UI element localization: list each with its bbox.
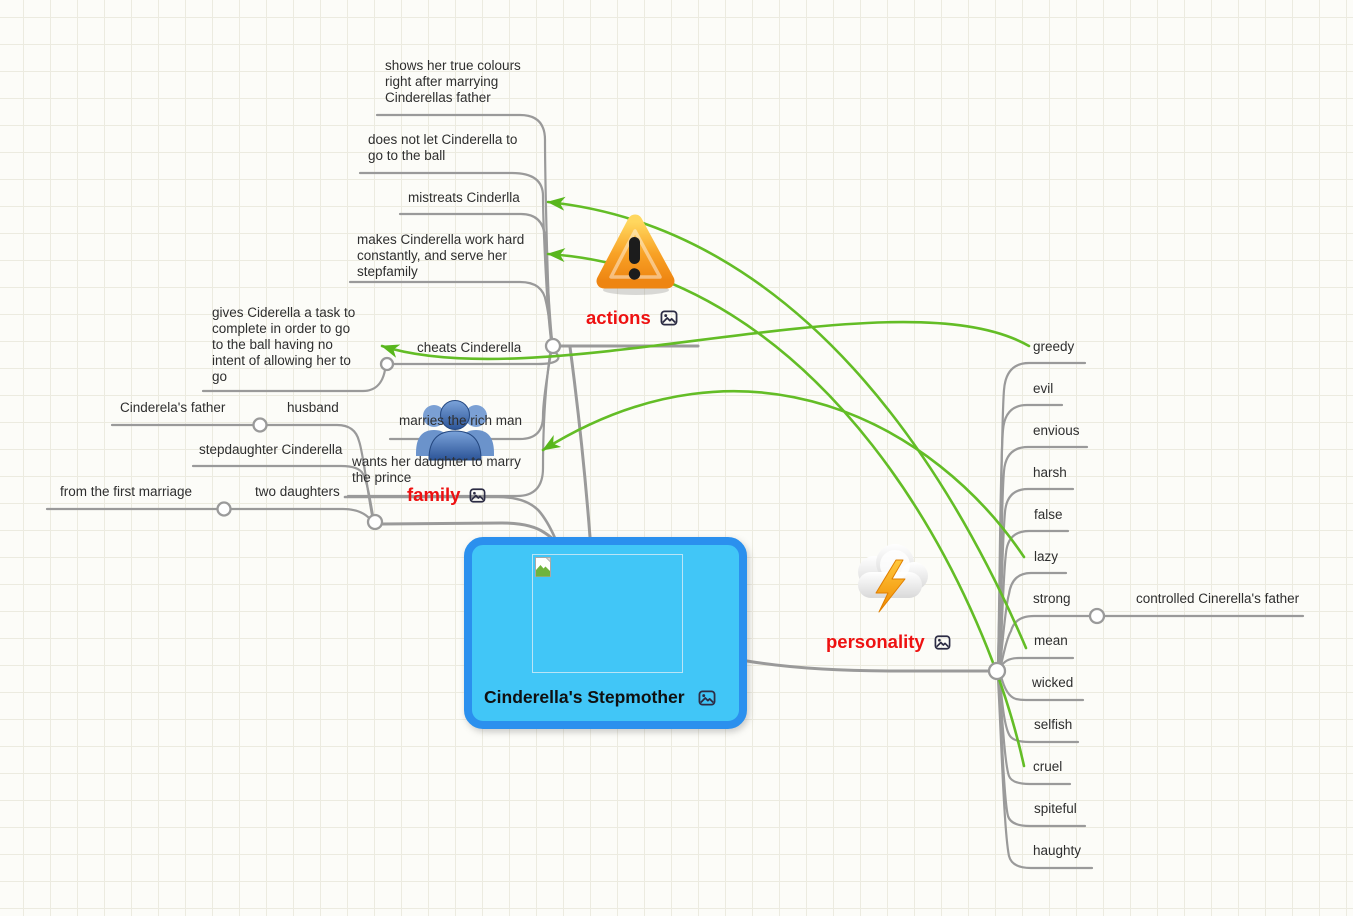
actions-hub-toggle[interactable] <box>544 337 562 355</box>
node-work-hard[interactable]: makes Cinderella work hard constantly, a… <box>357 232 525 279</box>
node-envious[interactable]: envious <box>1033 423 1080 438</box>
image-icon[interactable] <box>660 310 678 326</box>
node-false[interactable]: false <box>1034 507 1063 522</box>
branch-actions[interactable]: actions <box>586 307 678 329</box>
photo-placeholder <box>532 554 683 673</box>
branch-lines <box>45 113 1305 870</box>
node-mean[interactable]: mean <box>1034 633 1068 648</box>
storm-cloud-lightning-icon <box>858 544 928 613</box>
branch-actions-label: actions <box>586 307 651 328</box>
node-first-marriage[interactable]: from the first marriage <box>60 484 193 499</box>
warning-triangle-icon <box>596 214 675 295</box>
node-marries-rich-man[interactable]: marries the rich man <box>399 413 523 428</box>
connection-greedy-cheats <box>380 320 1031 361</box>
node-shows-true-colours[interactable]: shows her true colours right after marry… <box>385 58 521 105</box>
image-icon[interactable] <box>469 487 486 503</box>
image-icon[interactable] <box>698 689 716 706</box>
family-hub-toggle[interactable] <box>366 513 384 531</box>
central-node-title: Cinderella's Stepmother <box>484 687 685 707</box>
node-cruel[interactable]: cruel <box>1033 759 1063 774</box>
node-spiteful[interactable]: spiteful <box>1034 801 1077 816</box>
node-husband[interactable]: husband <box>287 400 339 415</box>
connection-lazy-marryprince <box>541 389 1026 559</box>
node-cinderelas-father[interactable]: Cinderela's father <box>120 400 226 415</box>
people-group-icon <box>416 400 494 461</box>
node-stepdaughter[interactable]: stepdaughter Cinderella <box>199 442 343 457</box>
node-two-daughters[interactable]: two daughters <box>255 484 340 499</box>
personality-hub-toggle[interactable] <box>987 661 1007 681</box>
node-harsh[interactable]: harsh <box>1033 465 1067 480</box>
node-evil[interactable]: evil <box>1033 381 1054 396</box>
node-controlled-father[interactable]: controlled Cinerella's father <box>1136 591 1300 606</box>
node-daughter-marry-prince[interactable]: wants her daughter to marry the prince <box>352 454 521 485</box>
node-haughty[interactable]: haughty <box>1033 843 1082 858</box>
node-cheats[interactable]: cheats Cinderella <box>417 340 522 355</box>
node-wicked[interactable]: wicked <box>1032 675 1074 690</box>
node-mistreats[interactable]: mistreats Cinderlla <box>408 190 520 205</box>
node-lazy[interactable]: lazy <box>1034 549 1059 564</box>
image-icon[interactable] <box>934 634 951 650</box>
node-greedy[interactable]: greedy <box>1033 339 1075 354</box>
branch-personality[interactable]: personality <box>826 631 951 653</box>
branch-personality-label: personality <box>826 631 925 652</box>
node-gives-task[interactable]: gives Ciderella a task to complete in or… <box>212 305 356 384</box>
husband-toggle[interactable] <box>252 417 268 433</box>
strong-toggle[interactable] <box>1088 607 1106 625</box>
two-daughters-toggle[interactable] <box>216 501 232 517</box>
cheats-toggle[interactable] <box>379 356 395 372</box>
branch-family-label: family <box>407 484 461 505</box>
node-selfish[interactable]: selfish <box>1034 717 1073 732</box>
broken-image-icon <box>535 557 551 577</box>
central-node[interactable]: Cinderella's Stepmother <box>464 537 747 729</box>
branch-family[interactable]: family <box>407 484 486 506</box>
node-strong[interactable]: strong <box>1033 591 1071 606</box>
node-does-not-let-ball[interactable]: does not let Cinderella to go to the bal… <box>368 132 518 163</box>
connection-mean-mistreats <box>546 196 1028 650</box>
